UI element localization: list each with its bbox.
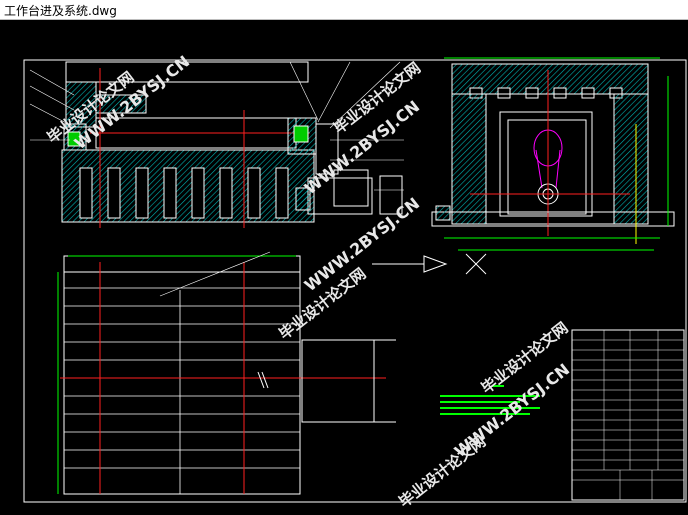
technical-notes	[440, 385, 540, 415]
window-title: 工作台进及系统.dwg	[4, 4, 117, 18]
drawing-border	[23, 59, 687, 503]
watermark-5: 毕业设计论文网	[395, 432, 489, 511]
side-view	[431, 57, 675, 251]
watermark-4: WWW.2BYSJ.CN 毕业设计论文网	[451, 319, 573, 462]
view-direction-arrow	[372, 253, 487, 275]
front-section-view	[29, 61, 404, 228]
title-block	[571, 329, 685, 501]
cad-drawing: WWW.2BYSJ.CN 毕业设计论文网 WWW.2BYSJ.CN 毕业设计论文…	[23, 52, 687, 511]
cad-drawing-canvas[interactable]: WWW.2BYSJ.CN 毕业设计论文网 WWW.2BYSJ.CN 毕业设计论文…	[0, 20, 688, 511]
svg-text:毕业设计论文网: 毕业设计论文网	[395, 432, 489, 511]
window-titlebar: 工作台进及系统.dwg	[0, 0, 688, 20]
plan-view	[57, 251, 396, 495]
